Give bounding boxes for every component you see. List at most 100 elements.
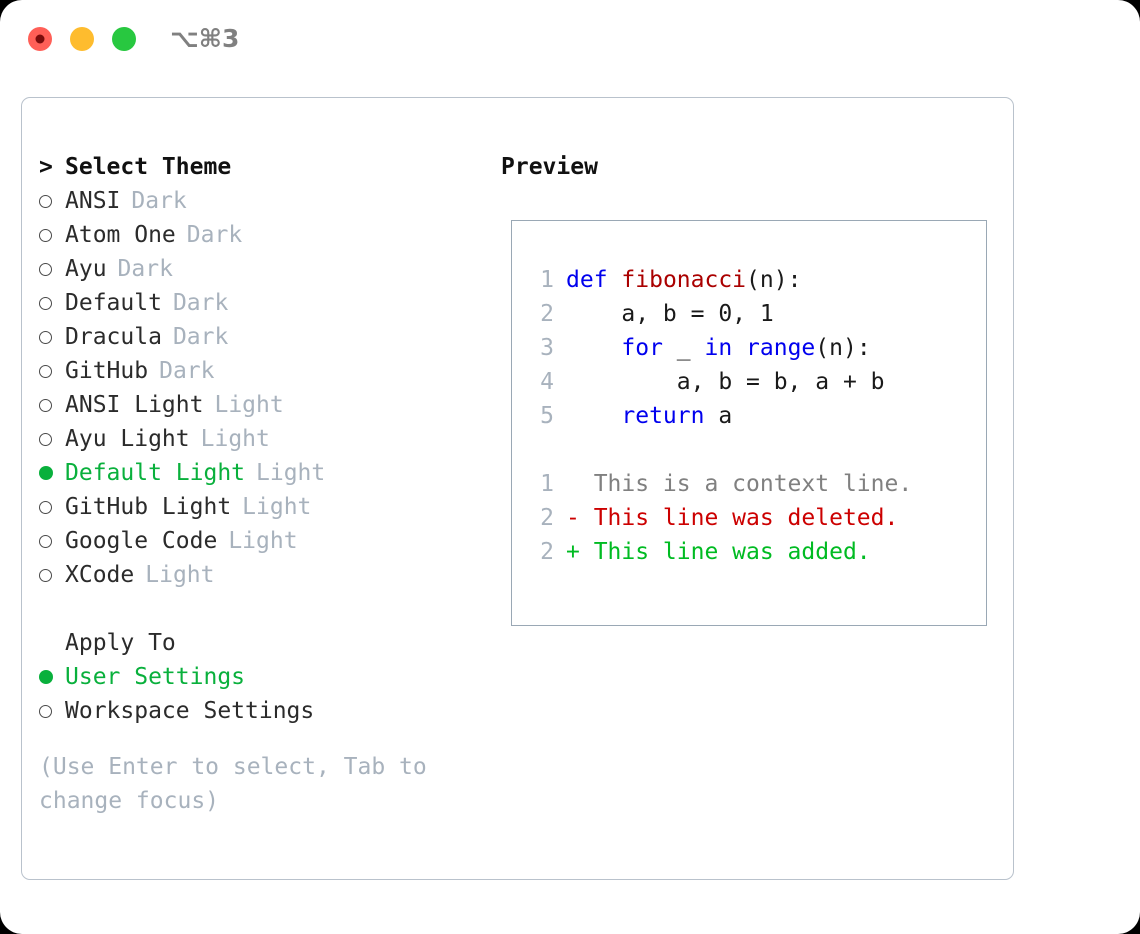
- minimize-button[interactable]: [70, 27, 94, 51]
- theme-name: ANSI: [65, 188, 121, 214]
- radio-unselected-icon[interactable]: [39, 364, 65, 378]
- radio-unselected-icon[interactable]: [39, 704, 65, 718]
- radio-unselected-icon[interactable]: [39, 330, 65, 344]
- theme-name: Default Light: [65, 460, 246, 486]
- radio-dot: [39, 228, 52, 242]
- radio-unselected-icon[interactable]: [39, 568, 65, 582]
- code-line: 4 a, b = b, a + b: [526, 365, 978, 399]
- theme-variant-badge: Light: [242, 494, 312, 520]
- radio-dot: [39, 364, 52, 378]
- code-token: [566, 335, 621, 361]
- theme-row[interactable]: Default Light Light: [39, 456, 499, 490]
- section-spacer: [39, 592, 499, 626]
- close-button[interactable]: [28, 27, 52, 51]
- apply-to-row[interactable]: Workspace Settings: [39, 694, 499, 728]
- radio-unselected-icon[interactable]: [39, 262, 65, 276]
- code-token: fibonacci: [621, 267, 747, 293]
- radio-unselected-icon[interactable]: [39, 398, 65, 412]
- theme-variant-badge: Light: [145, 562, 215, 588]
- keyboard-shortcut-label: ⌥⌘3: [170, 24, 240, 53]
- title-bar: ⌥⌘3: [0, 0, 1140, 78]
- radio-unselected-icon[interactable]: [39, 534, 65, 548]
- caret-icon: >: [39, 154, 53, 180]
- theme-variant-badge: Dark: [172, 324, 229, 350]
- theme-name: Default: [65, 290, 162, 316]
- code-line: 3 for _ in range(n):: [526, 331, 978, 365]
- diff-sample: 1 This is a context line. 2 - This line wa…: [526, 467, 978, 569]
- radio-dot: [39, 330, 52, 344]
- theme-variant-badge: Light: [256, 460, 326, 486]
- apply-to-option-label: User Settings: [65, 664, 246, 690]
- code-line-text: a, b = 0, 1: [566, 297, 773, 331]
- code-line-text: return a: [566, 399, 732, 433]
- line-number: 4: [540, 369, 554, 395]
- code-line: 2 a, b = 0, 1: [526, 297, 978, 331]
- apply-to-title: Apply To: [65, 630, 176, 656]
- line-number: 2: [540, 539, 554, 565]
- radio-dot: [39, 194, 52, 208]
- theme-row[interactable]: Default Dark: [39, 286, 499, 320]
- theme-variant-badge: Light: [200, 426, 270, 452]
- radio-unselected-icon[interactable]: [39, 296, 65, 310]
- code-token: [566, 403, 621, 429]
- diff-line-text: - This line was deleted.: [566, 505, 899, 531]
- radio-unselected-icon[interactable]: [39, 194, 65, 208]
- theme-row[interactable]: Google Code Light: [39, 524, 499, 558]
- theme-variant-badge: Light: [228, 528, 298, 554]
- diff-line: 1 This is a context line.: [526, 467, 978, 501]
- radio-dot: [39, 534, 52, 548]
- traffic-lights: [28, 27, 136, 51]
- theme-name: Google Code: [65, 528, 218, 554]
- diff-line: 2+ This line was added.: [526, 535, 978, 569]
- line-number: 3: [540, 335, 554, 361]
- theme-variant-badge: Dark: [172, 290, 229, 316]
- radio-dot: [39, 704, 52, 718]
- theme-row[interactable]: XCode Light: [39, 558, 499, 592]
- maximize-button[interactable]: [112, 27, 136, 51]
- code-line-text: for _ in range(n):: [566, 331, 871, 365]
- apply-to-header: Apply To: [39, 626, 499, 660]
- theme-variant-badge: Dark: [131, 188, 187, 214]
- preview-title: Preview: [501, 154, 598, 180]
- radio-unselected-icon[interactable]: [39, 500, 65, 514]
- radio-dot: [39, 568, 52, 582]
- code-token: [608, 267, 622, 293]
- radio-selected-icon[interactable]: [39, 670, 65, 684]
- theme-name: GitHub: [65, 358, 149, 384]
- theme-row[interactable]: Ayu Light Light: [39, 422, 499, 456]
- code-token: _: [662, 335, 705, 361]
- radio-dot: [39, 432, 52, 446]
- radio-unselected-icon[interactable]: [39, 432, 65, 446]
- code-token: range: [746, 335, 816, 361]
- theme-name: XCode: [65, 562, 135, 588]
- code-token: return: [621, 403, 705, 429]
- theme-variant-badge: Dark: [186, 222, 243, 248]
- theme-variant-badge: Dark: [159, 358, 215, 384]
- theme-row[interactable]: ANSI Dark: [39, 184, 499, 218]
- theme-name: Ayu: [65, 256, 107, 282]
- line-number: 1: [540, 471, 554, 497]
- code-token: (n):: [815, 335, 871, 361]
- radio-selected-icon[interactable]: [39, 466, 65, 480]
- code-token: [732, 335, 746, 361]
- theme-name: Ayu Light: [65, 426, 190, 452]
- apply-to-option-label: Workspace Settings: [65, 698, 315, 724]
- code-line-text: def fibonacci(n):: [566, 263, 801, 297]
- theme-row[interactable]: GitHub Dark: [39, 354, 499, 388]
- select-theme-title: Select Theme: [65, 154, 232, 180]
- radio-unselected-icon[interactable]: [39, 228, 65, 242]
- apply-to-row[interactable]: User Settings: [39, 660, 499, 694]
